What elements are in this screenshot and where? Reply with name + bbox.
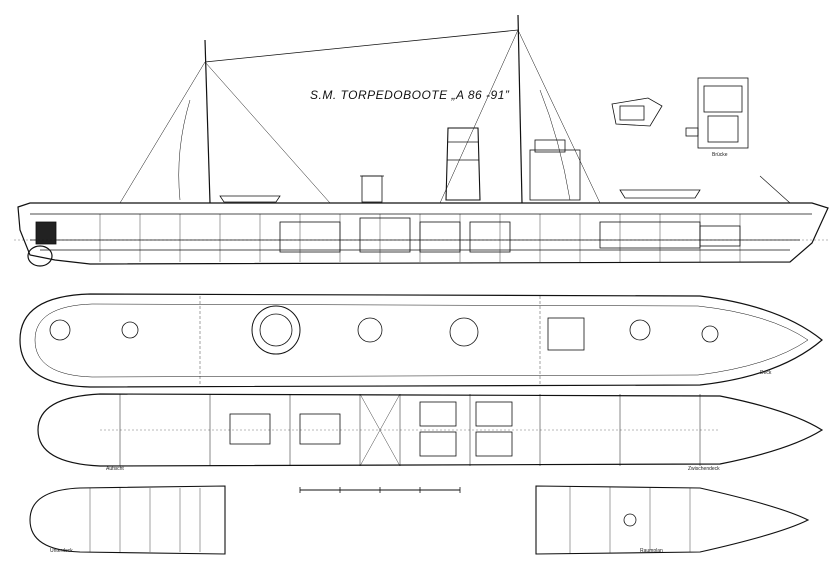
lower-deck-plan (37, 393, 824, 467)
aft-hold-plan (29, 485, 226, 555)
label-deck: Deck (760, 370, 772, 376)
side-elevation (14, 14, 830, 267)
label-bridge: Brücke (712, 152, 728, 158)
label-plan-aft: Aufsicht (106, 466, 124, 472)
bridge-detail (611, 77, 749, 149)
label-plan-bottom-left: Unterdeck (50, 548, 73, 554)
scale-bar (299, 487, 461, 493)
label-plan-fore: Zwischendeck (688, 466, 720, 472)
deck-plan (19, 293, 823, 388)
label-plan-bottom-right: Raumplan (640, 548, 663, 554)
fore-hold-plan (535, 485, 810, 555)
drawing-title: S.M. TORPEDOBOOTE „A 86 -91” (310, 88, 510, 102)
